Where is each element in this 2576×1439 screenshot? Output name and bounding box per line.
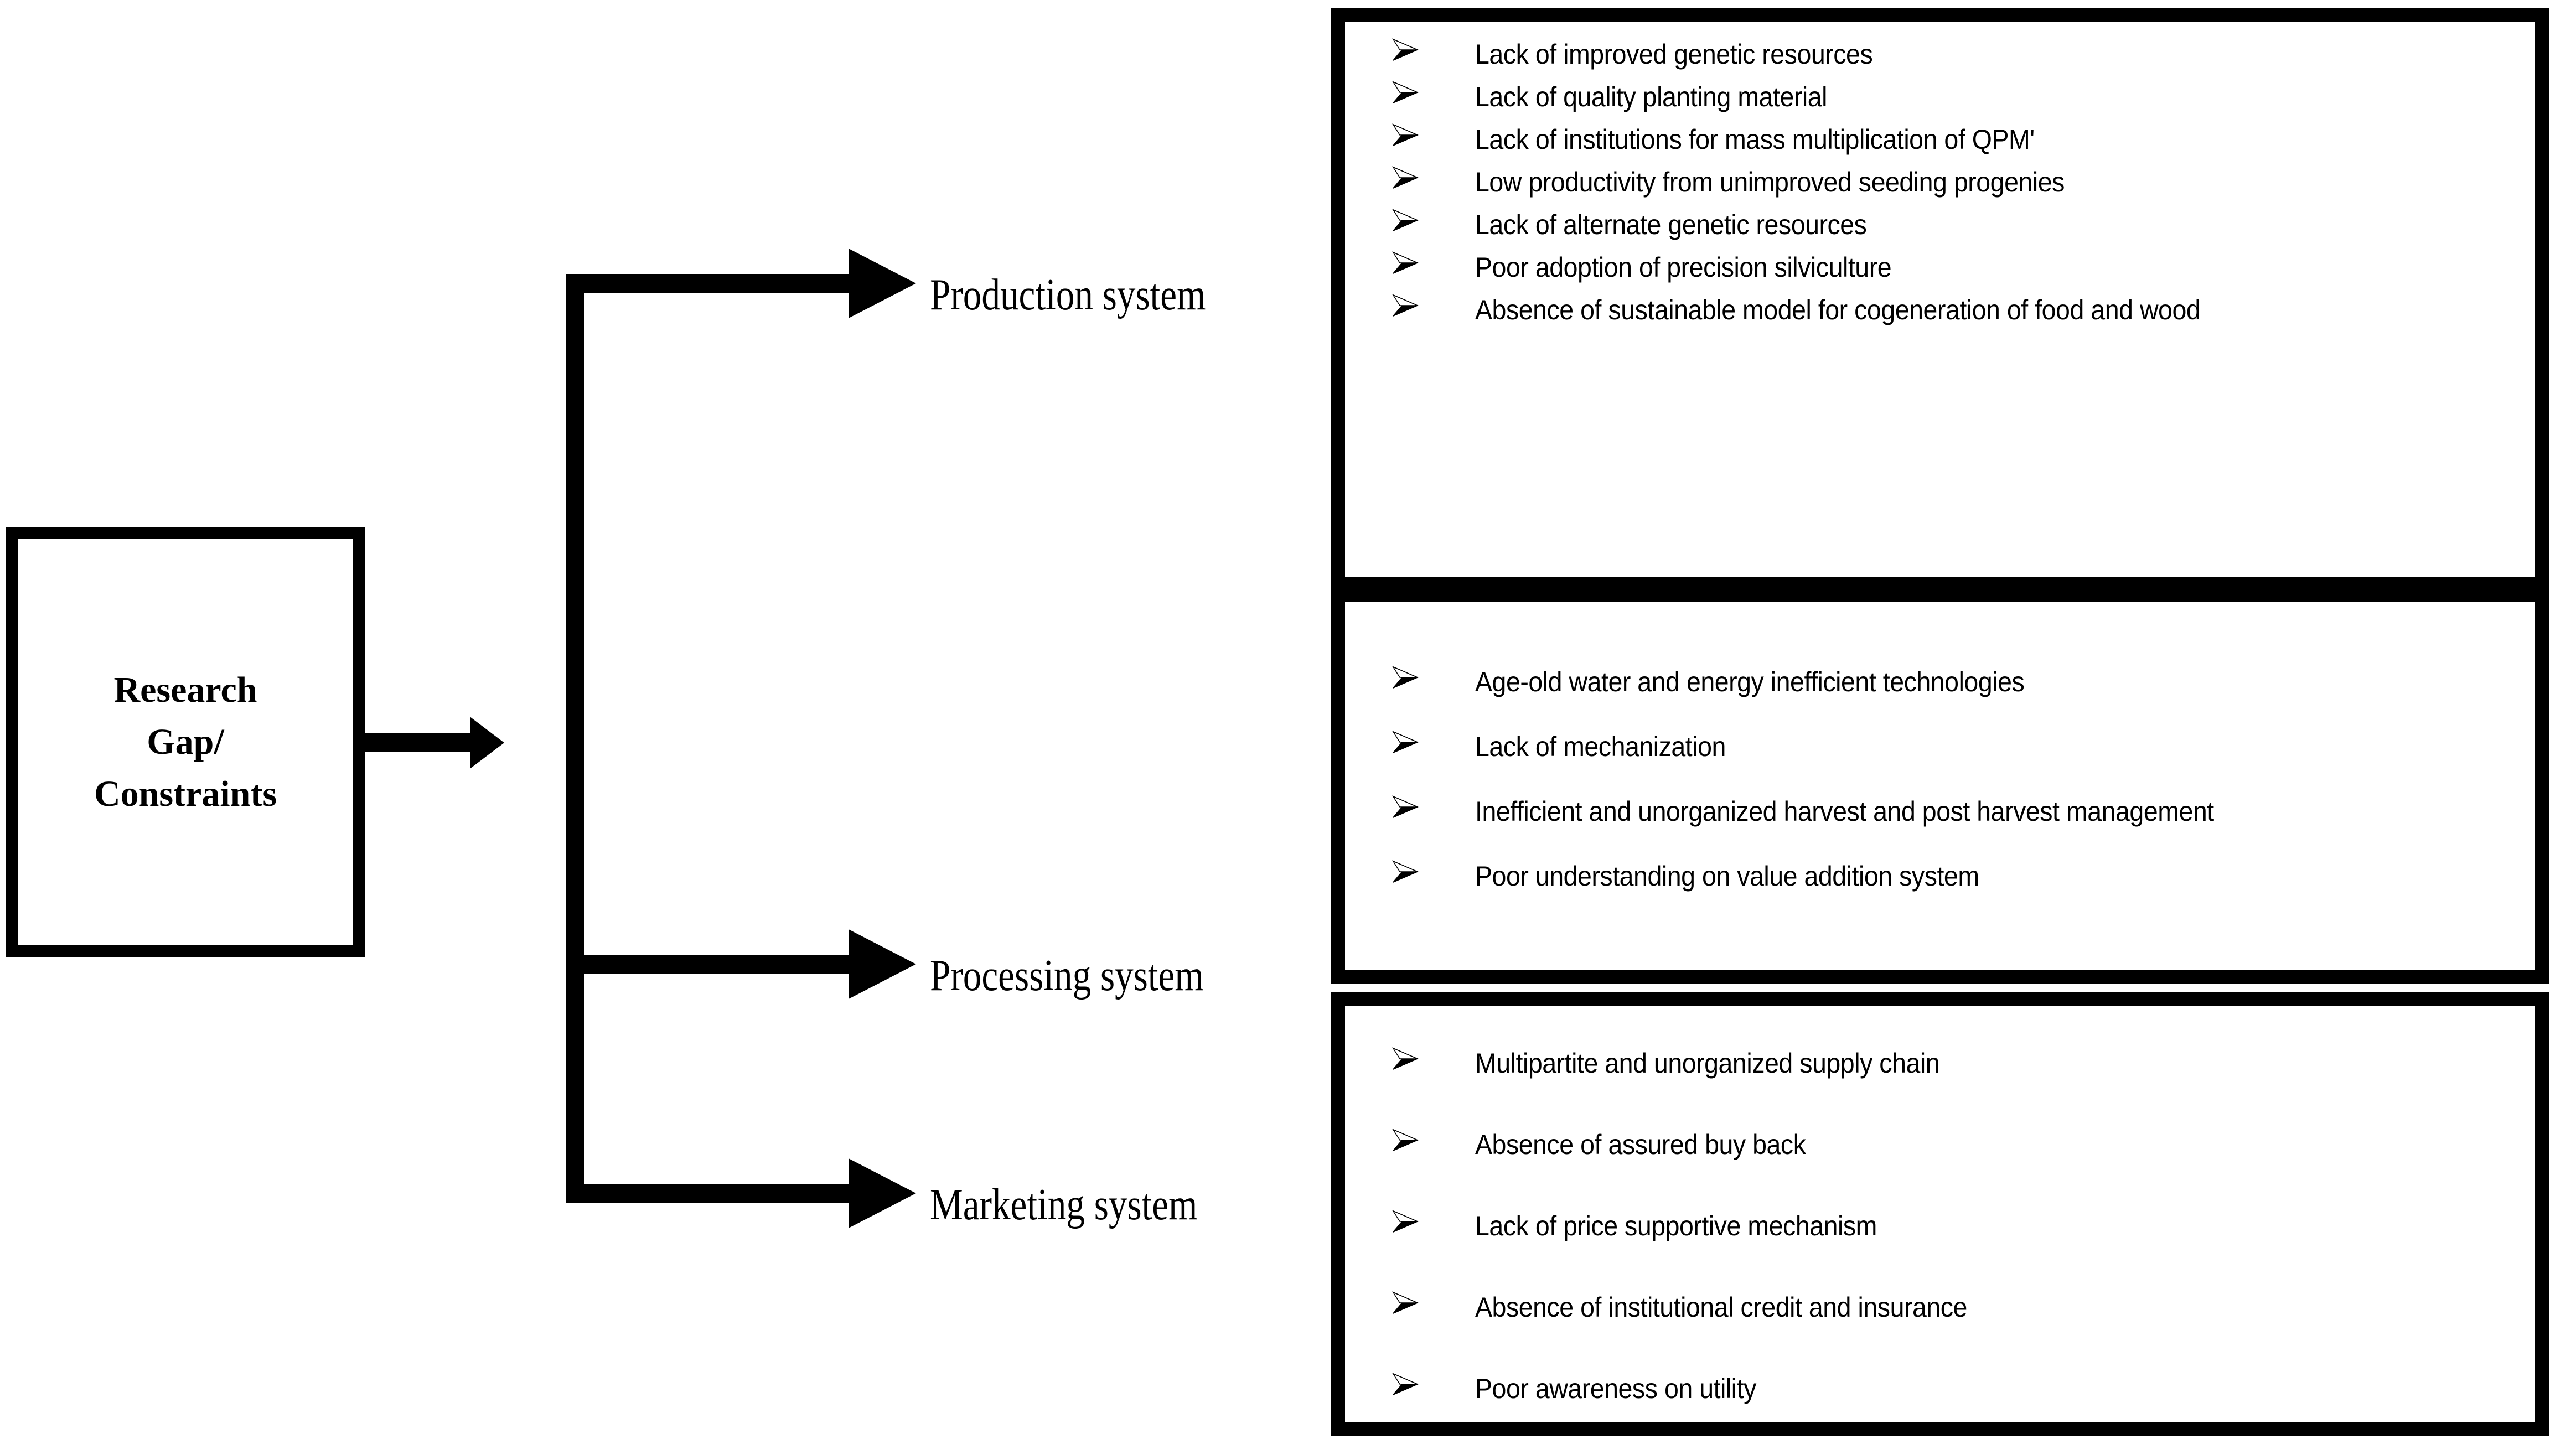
list-item-label: Lack of quality planting material xyxy=(1475,81,1828,112)
branch-arrow-shaft xyxy=(566,274,851,293)
research-gap-node: Research Gap/ Constraints xyxy=(6,527,365,957)
branch-trunk-line xyxy=(566,274,584,1203)
constraints-box-production: Lack of improved genetic resources Lack … xyxy=(1331,8,2549,591)
list-item-label: Poor awareness on utility xyxy=(1475,1373,1756,1404)
stage-label-production-system: Production system xyxy=(930,271,1206,319)
list-item-label: Lack of alternate genetic resources xyxy=(1475,209,1867,240)
constraints-list-production: Lack of improved genetic resources Lack … xyxy=(1392,38,2524,337)
list-item-label: Low productivity from unimproved seeding… xyxy=(1475,167,2065,198)
arrowhead-bullet-icon xyxy=(1392,729,1475,755)
list-item-label: Age-old water and energy inefficient tec… xyxy=(1475,666,2025,697)
list-item-label: Lack of improved genetic resources xyxy=(1475,39,1873,70)
list-item: Poor understanding on value addition sys… xyxy=(1392,860,2524,925)
list-item: Lack of improved genetic resources xyxy=(1392,38,2524,81)
arrowhead-bullet-icon xyxy=(1392,1371,1475,1397)
constraints-list-processing: Age-old water and energy inefficient tec… xyxy=(1392,666,2524,925)
stage-label-marketing-system: Marketing system xyxy=(930,1181,1198,1229)
list-item: Absence of assured buy back xyxy=(1392,1129,2524,1210)
list-item-label: Absence of assured buy back xyxy=(1475,1129,1806,1160)
arrowhead-bullet-icon xyxy=(1392,293,1475,318)
arrowhead-bullet-icon xyxy=(1392,122,1475,148)
list-item: Lack of price supportive mechanism xyxy=(1392,1210,2524,1291)
arrowhead-bullet-icon xyxy=(1392,794,1475,820)
constraints-box-marketing: Multipartite and unorganized supply chai… xyxy=(1331,992,2549,1436)
arrowhead-bullet-icon xyxy=(1392,1290,1475,1316)
constraints-box-processing: Age-old water and energy inefficient tec… xyxy=(1331,588,2549,984)
branch-arrowhead-icon xyxy=(849,1158,916,1228)
list-item-label: Lack of institutions for mass multiplica… xyxy=(1475,124,2035,155)
arrowhead-bullet-icon xyxy=(1392,1046,1475,1072)
list-item: Absence of sustainable model for cogener… xyxy=(1392,294,2524,337)
constraints-list-marketing: Multipartite and unorganized supply chai… xyxy=(1392,1047,2524,1439)
list-item-label: Lack of mechanization xyxy=(1475,731,1726,762)
arrowhead-bullet-icon xyxy=(1392,165,1475,190)
source-connector-arrowhead-icon xyxy=(470,717,504,769)
list-item: Lack of institutions for mass multiplica… xyxy=(1392,123,2524,166)
arrowhead-bullet-icon xyxy=(1392,665,1475,690)
list-item-label: Poor understanding on value addition sys… xyxy=(1475,861,1979,892)
list-item-label: Poor adoption of precision silviculture xyxy=(1475,252,1892,283)
list-item-label: Absence of sustainable model for cogener… xyxy=(1475,294,2201,325)
list-item: Low productivity from unimproved seeding… xyxy=(1392,166,2524,209)
list-item: Age-old water and energy inefficient tec… xyxy=(1392,666,2524,731)
arrowhead-bullet-icon xyxy=(1392,250,1475,276)
arrowhead-bullet-icon xyxy=(1392,859,1475,884)
list-item: Lack of quality planting material xyxy=(1392,81,2524,123)
research-gap-node-label: Research Gap/ Constraints xyxy=(94,670,277,814)
branch-arrow-shaft xyxy=(566,1184,851,1203)
arrowhead-bullet-icon xyxy=(1392,1127,1475,1153)
list-item: Multipartite and unorganized supply chai… xyxy=(1392,1047,2524,1129)
list-item: Lack of mechanization xyxy=(1392,731,2524,795)
arrowhead-bullet-icon xyxy=(1392,37,1475,63)
list-item: Poor awareness on utility xyxy=(1392,1373,2524,1439)
branch-arrow-shaft xyxy=(566,955,851,974)
list-item-label: Inefficient and unorganized harvest and … xyxy=(1475,796,2214,827)
list-item-label: Absence of institutional credit and insu… xyxy=(1475,1292,1967,1323)
list-item: Absence of institutional credit and insu… xyxy=(1392,1291,2524,1373)
stage-label-processing-system: Processing system xyxy=(930,951,1204,1000)
list-item-label: Lack of price supportive mechanism xyxy=(1475,1210,1877,1241)
branch-arrowhead-icon xyxy=(849,249,916,318)
arrowhead-bullet-icon xyxy=(1392,208,1475,233)
list-item-label: Multipartite and unorganized supply chai… xyxy=(1475,1048,1940,1079)
source-connector-shaft xyxy=(365,733,473,752)
list-item: Poor adoption of precision silviculture xyxy=(1392,251,2524,294)
list-item: Inefficient and unorganized harvest and … xyxy=(1392,795,2524,860)
list-item: Lack of alternate genetic resources xyxy=(1392,209,2524,251)
arrowhead-bullet-icon xyxy=(1392,1209,1475,1234)
arrowhead-bullet-icon xyxy=(1392,80,1475,105)
branch-arrowhead-icon xyxy=(849,929,916,999)
